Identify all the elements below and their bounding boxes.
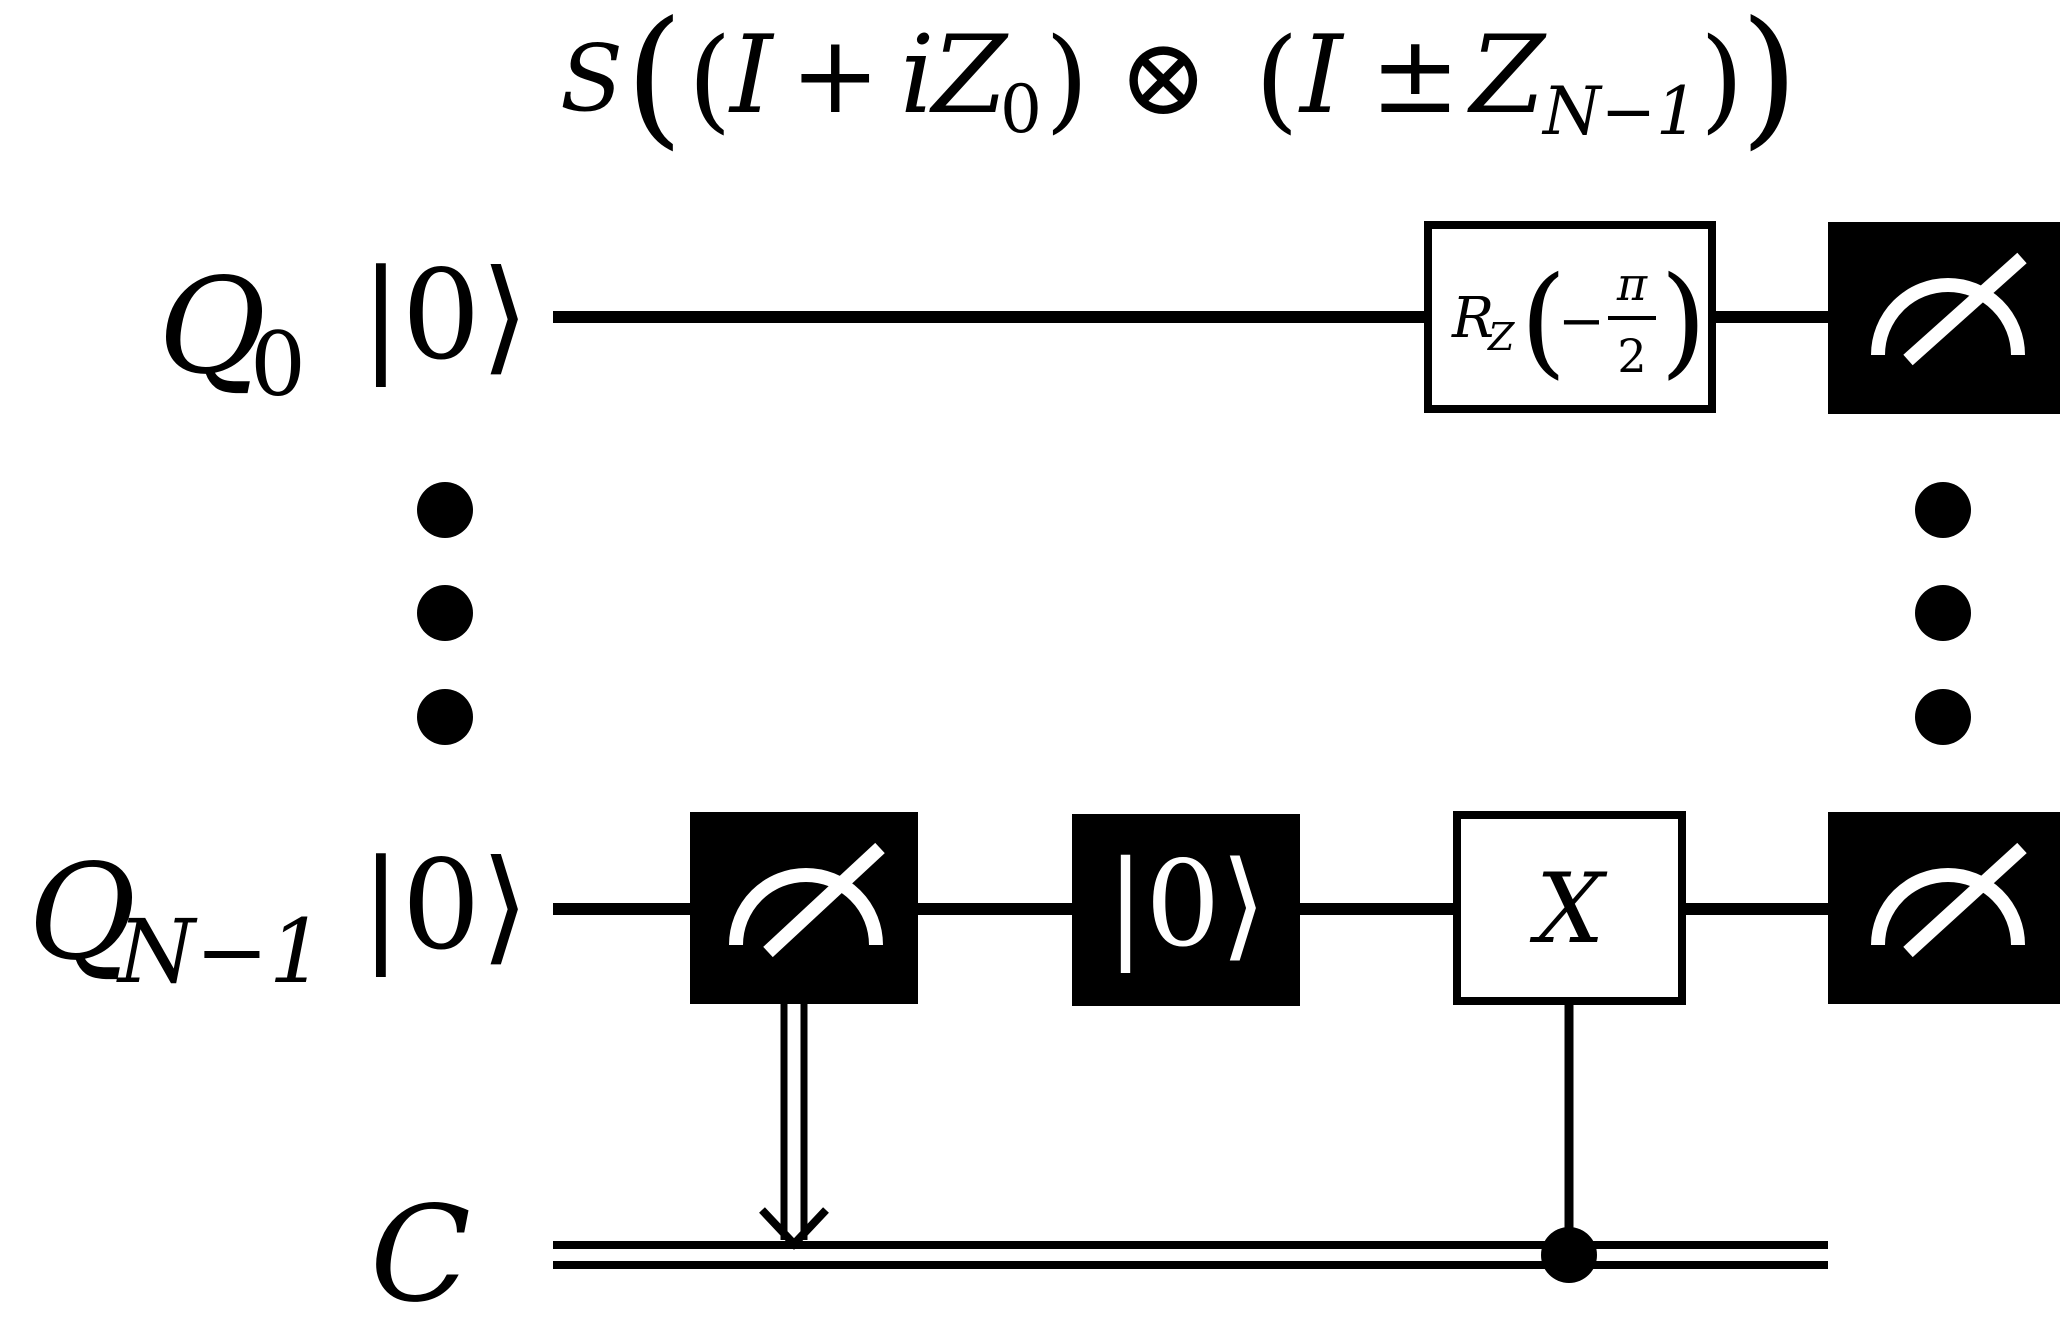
classical-link-arrow-icon <box>759 1207 829 1250</box>
qubit-0-sub: 0 <box>250 313 306 416</box>
formula-plus-minus: ± <box>1370 13 1461 138</box>
qubit-0-ket: |0⟩ <box>360 244 529 388</box>
qubit-n-minus-1-name: Q <box>28 836 136 990</box>
rz-close-paren: ) <box>1660 252 1707 391</box>
classical-measure-link <box>759 1004 829 1250</box>
measure-qn-right-arc <box>1871 868 2025 946</box>
reset-gate-label: |0⟩ <box>1106 835 1267 973</box>
reset-gate: |0⟩ <box>1072 814 1300 1006</box>
formula: S ( ( I + i Z 0 ) ⊗ ( I ± Z N−1 ) ) <box>560 0 1799 164</box>
classical-control <box>1541 1001 1597 1283</box>
qubit-labels: Q 0 |0⟩ Q N−1 |0⟩ C <box>28 244 529 1332</box>
formula-open-2: ( <box>1255 15 1299 145</box>
ellipsis-dot-left-1 <box>417 482 473 538</box>
rz-gate: R Z ( − π 2 ) <box>1424 221 1716 413</box>
rz-denominator: 2 <box>1617 329 1646 383</box>
rz-sub-z: Z <box>1487 315 1515 359</box>
measurement-meter-icon <box>1828 812 2060 1004</box>
formula-close-big: ) <box>1740 0 1799 164</box>
formula-identity-2: I <box>1298 13 1345 138</box>
measure-qn-left-box <box>690 812 918 1004</box>
measure-q0-arc <box>1871 278 2025 356</box>
ellipsis-dot-left-3 <box>417 689 473 745</box>
x-gate-label: X <box>1529 853 1608 965</box>
formula-close-1: ) <box>1045 15 1089 145</box>
ellipsis-dot-left-2 <box>417 585 473 641</box>
qubit-0-name: Q <box>158 250 266 404</box>
formula-z-2: Z <box>1467 13 1547 138</box>
ellipsis-dot-right-1 <box>1915 482 1971 538</box>
formula-open-big: ( <box>625 0 684 164</box>
formula-plus: + <box>790 13 881 138</box>
qubit-n-minus-1-sub: N−1 <box>116 900 325 1003</box>
measure-q0-box <box>1828 222 2060 414</box>
rz-gate-box <box>1424 221 1716 413</box>
measure-qn-right-needle <box>1903 842 2027 958</box>
formula-sub-0: 0 <box>1000 71 1042 148</box>
measure-q0-needle <box>1903 252 2027 366</box>
formula-identity: I <box>728 13 775 138</box>
rz-numerator: π <box>1616 257 1648 311</box>
rz-r: R <box>1451 286 1494 351</box>
classical-wire <box>553 1241 1828 1269</box>
formula-s: S <box>560 25 623 132</box>
x-gate: X <box>1453 811 1686 1005</box>
control-dot-icon <box>1541 1227 1597 1283</box>
measure-qn-left-needle <box>763 842 885 958</box>
measure-qn-left-arc <box>729 868 883 946</box>
formula-imag-i: i <box>900 13 935 138</box>
formula-z: Z <box>929 13 1009 138</box>
formula-open-1: ( <box>688 15 732 145</box>
formula-tensor: ⊗ <box>1118 15 1209 140</box>
reset-gate-box <box>1072 814 1300 1006</box>
ellipsis-dot-right-3 <box>1915 689 1971 745</box>
measurement-meter-icon <box>690 812 918 1004</box>
formula-close-2: ) <box>1700 15 1744 145</box>
formula-sub-n-minus-1: N−1 <box>1541 73 1698 150</box>
rz-minus: − <box>1558 289 1605 354</box>
rz-open-paren: ( <box>1520 252 1567 391</box>
wires <box>553 311 1828 915</box>
ellipsis-dot-right-2 <box>1915 585 1971 641</box>
measurement-meter-icon <box>1828 222 2060 414</box>
measure-qn-right-box <box>1828 812 2060 1004</box>
classical-register-label: C <box>370 1178 471 1332</box>
vertical-ellipsis-icon <box>417 482 473 745</box>
vertical-ellipsis-icon <box>1915 482 1971 745</box>
qubit-n-minus-1-ket: |0⟩ <box>360 834 529 978</box>
